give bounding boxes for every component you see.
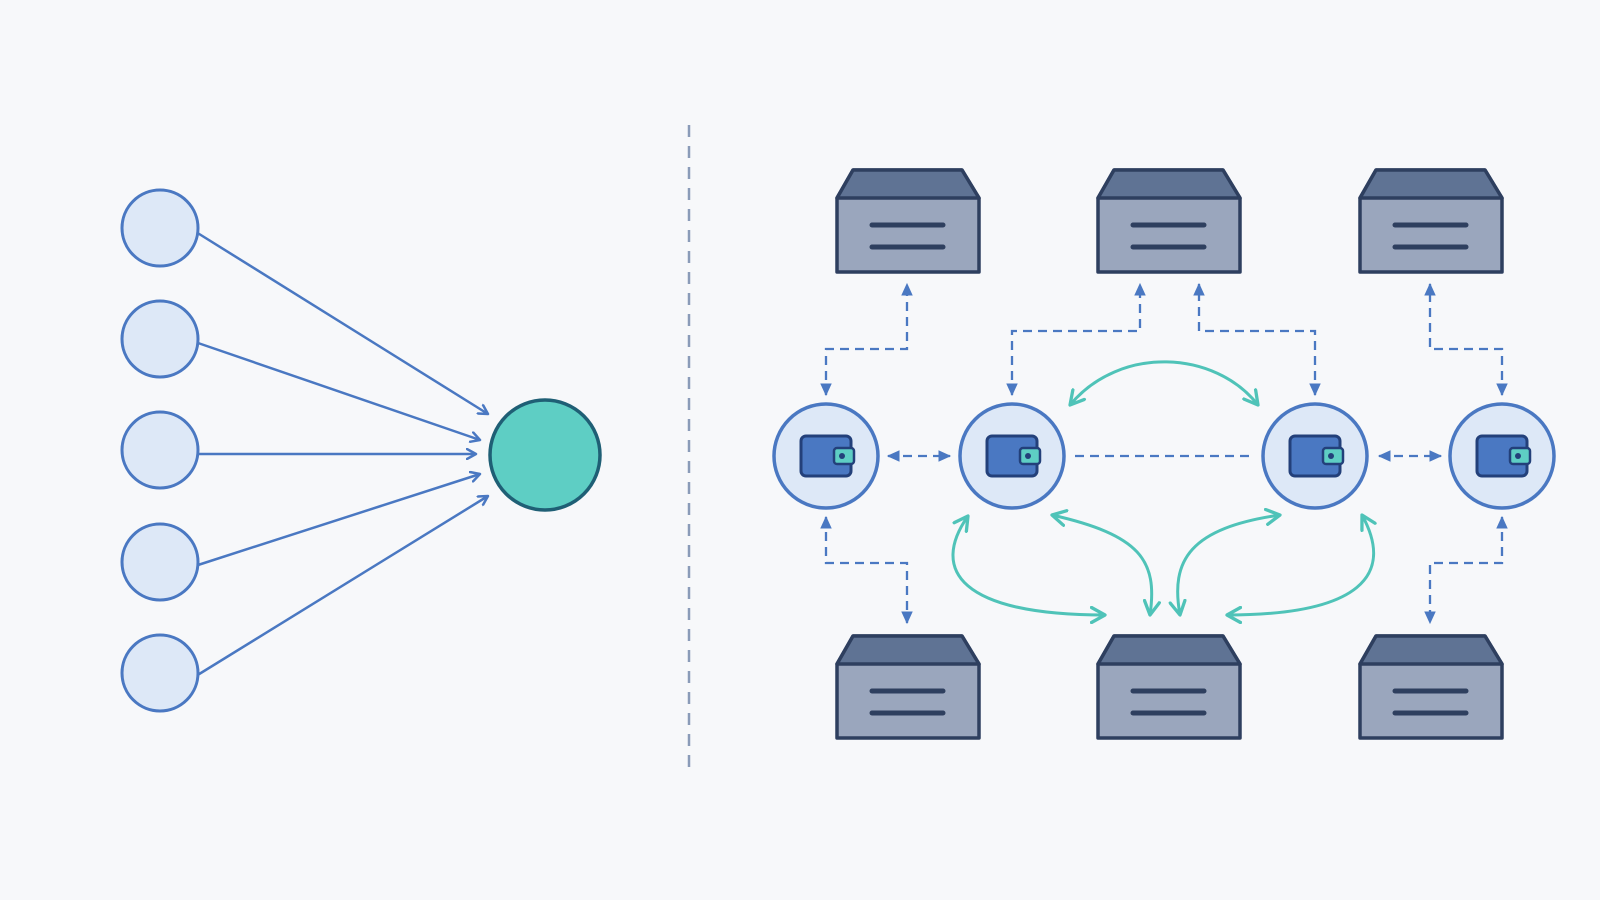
server-icon	[1358, 168, 1504, 274]
centralized-edges	[195, 230, 488, 678]
edge-2	[197, 341, 480, 440]
link-w4-sb3	[1424, 515, 1508, 625]
wallet-1	[772, 402, 880, 510]
server-top-1	[835, 168, 981, 274]
wallet-icon	[985, 434, 1042, 478]
source-node-3	[120, 410, 200, 490]
link-w1-st1	[820, 282, 913, 397]
wallet-icon	[1475, 434, 1532, 478]
wallet-icon	[799, 434, 856, 478]
edge-1	[195, 230, 488, 414]
server-bottom-1	[835, 634, 981, 740]
link-w3-st2	[1193, 282, 1321, 397]
wallet-4	[1448, 402, 1556, 510]
link-w1-sb1	[820, 515, 913, 625]
server-icon	[835, 634, 981, 740]
server-icon	[1096, 634, 1242, 740]
hub-node	[488, 398, 602, 512]
peer-w2-sb2a	[951, 516, 1105, 615]
wallet-2	[958, 402, 1066, 510]
link-w4-st3	[1424, 282, 1508, 397]
edge-5	[195, 496, 488, 678]
wallet-3	[1261, 402, 1369, 510]
peer-links	[951, 360, 1374, 615]
peer-w2-sb2b	[1052, 515, 1152, 615]
decentralized-panel	[772, 168, 1556, 740]
server-top-3	[1358, 168, 1504, 274]
server-icon	[1358, 634, 1504, 740]
source-nodes	[120, 188, 200, 713]
wallet-icon	[1288, 434, 1345, 478]
server-top-2	[1096, 168, 1242, 274]
dashed-connectors	[820, 282, 1508, 625]
peer-w3-sb2a	[1178, 515, 1280, 615]
server-bottom-3	[1358, 634, 1504, 740]
source-node-1	[120, 188, 200, 268]
centralized-panel	[120, 188, 602, 713]
peer-w2-w3	[1070, 360, 1258, 405]
source-node-4	[120, 522, 200, 602]
edge-4	[197, 474, 480, 567]
source-node-2	[120, 299, 200, 379]
server-bottom-2	[1096, 634, 1242, 740]
source-node-5	[120, 633, 200, 713]
server-icon	[835, 168, 981, 274]
link-w2-st2	[1006, 282, 1146, 397]
peer-w3-sb2b	[1227, 515, 1374, 615]
server-icon	[1096, 168, 1242, 274]
